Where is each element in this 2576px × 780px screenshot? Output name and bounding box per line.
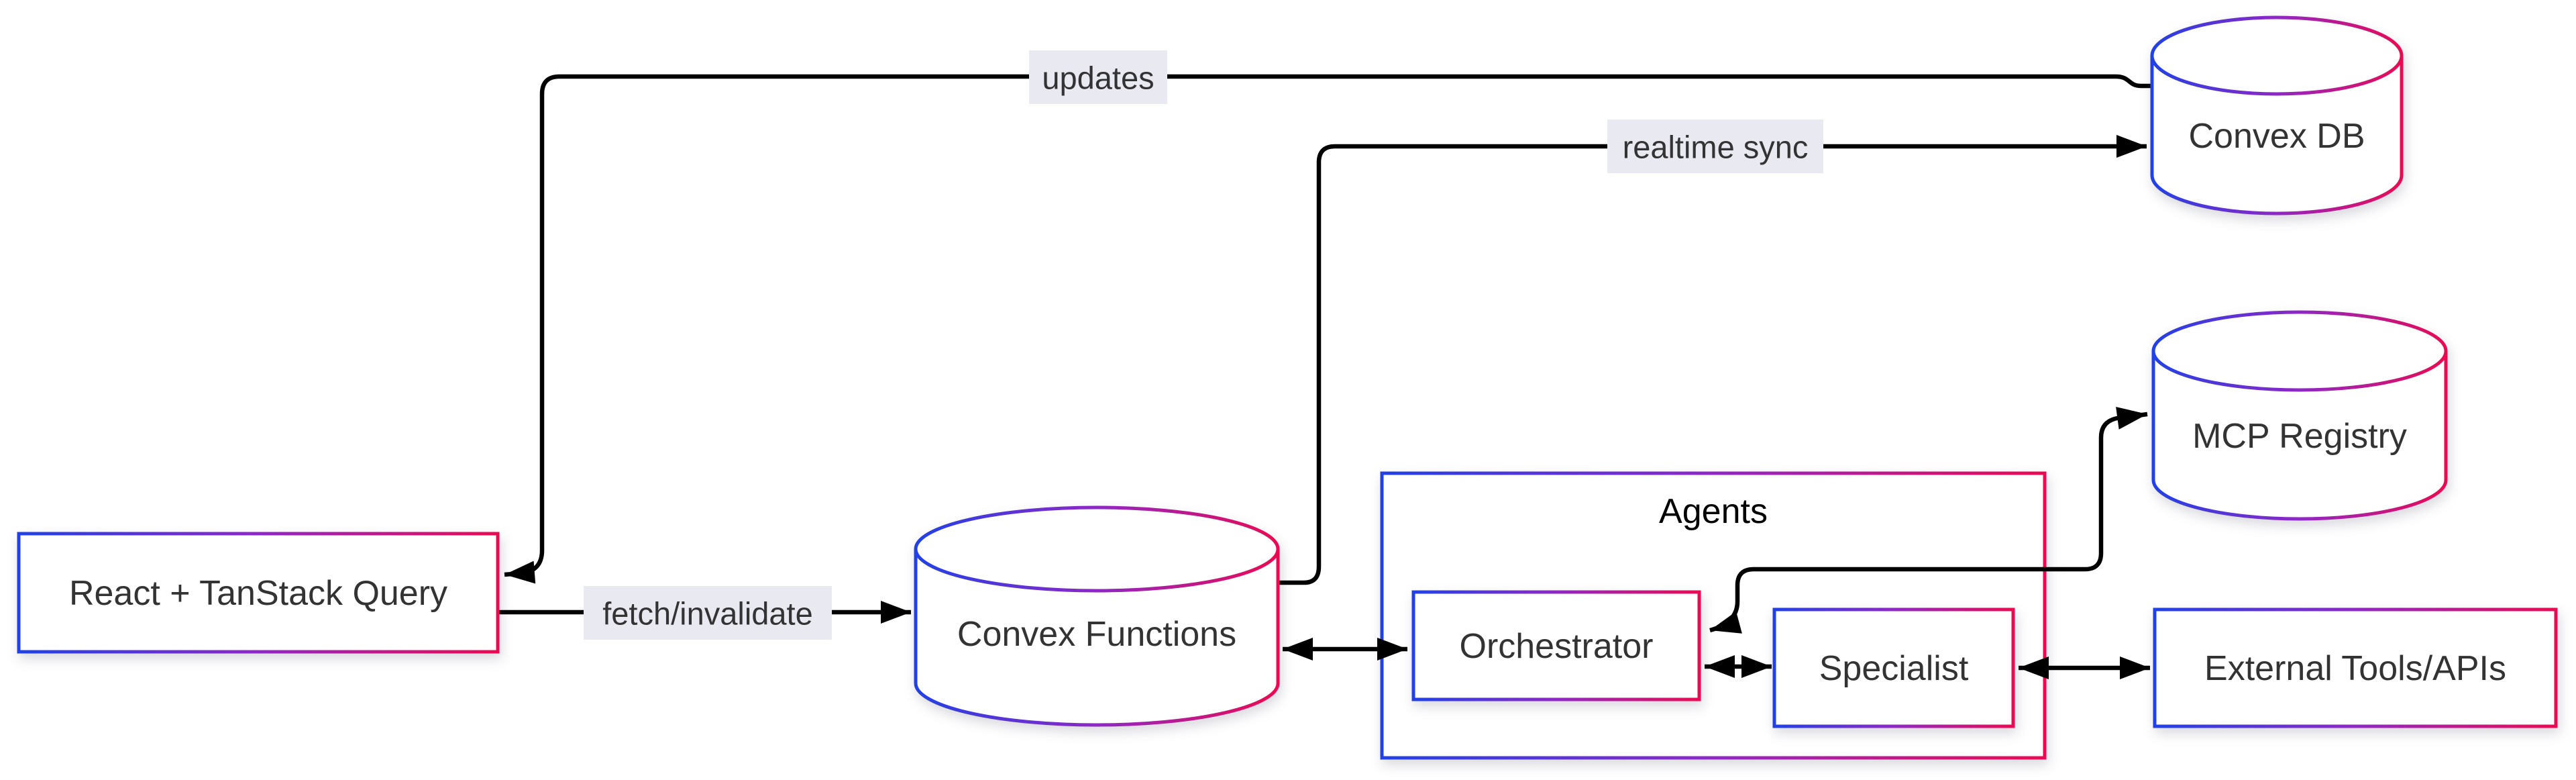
svg-text:Orchestrator: Orchestrator bbox=[1460, 627, 1654, 666]
node-convex-functions-cylinder-rim bbox=[914, 548, 1280, 593]
node-mcp-registry-cylinder-rim bbox=[2151, 350, 2448, 392]
node-orchestrator: Orchestrator bbox=[1411, 590, 1701, 701]
svg-text:Convex DB: Convex DB bbox=[2189, 117, 2365, 156]
node-convex-functions-cylinder bbox=[914, 505, 1280, 727]
node-convex-db: Convex DB bbox=[2150, 15, 2404, 215]
edge-updates bbox=[504, 74, 2152, 584]
node-convex-functions: Convex Functions bbox=[914, 505, 1280, 727]
edge-label-updates: updates bbox=[1029, 50, 1167, 104]
node-mcp-registry: MCP Registry bbox=[2151, 310, 2448, 521]
svg-text:External Tools/APIs: External Tools/APIs bbox=[2204, 649, 2506, 688]
edge-labels: fetch/invalidate updates realtime sync bbox=[584, 50, 1823, 640]
svg-text:Specialist: Specialist bbox=[1819, 649, 1969, 688]
node-external-tools-apis-box bbox=[2153, 607, 2558, 728]
node-react-tanstack-query: React + TanStack Query bbox=[17, 532, 500, 654]
node-specialist: Specialist bbox=[1772, 607, 2015, 728]
edge-realtime-sync bbox=[1278, 135, 2147, 585]
node-orchestrator-box bbox=[1411, 590, 1701, 701]
svg-text:updates: updates bbox=[1042, 60, 1154, 96]
svg-text:React + TanStack Query: React + TanStack Query bbox=[69, 574, 447, 613]
node-mcp-registry-cylinder bbox=[2151, 310, 2448, 521]
edge-label-bg-realtime-sync bbox=[1607, 119, 1823, 173]
edge-orchestrator-mcp-registry bbox=[1709, 407, 2148, 634]
edge-label-fetch-invalidate: fetch/invalidate bbox=[584, 586, 832, 640]
edge-label-bg-fetch-invalidate bbox=[584, 586, 832, 640]
agents-subgraph-title: Agents bbox=[1659, 492, 1768, 531]
edge-label-realtime-sync: realtime sync bbox=[1607, 119, 1823, 173]
svg-text:fetch/invalidate: fetch/invalidate bbox=[602, 596, 813, 632]
node-external-tools-apis: External Tools/APIs bbox=[2153, 607, 2558, 728]
node-specialist-box bbox=[1772, 607, 2015, 728]
node-convex-db-cylinder-rim bbox=[2150, 55, 2404, 96]
node-convex-db-cylinder bbox=[2150, 15, 2404, 215]
svg-text:Convex Functions: Convex Functions bbox=[957, 615, 1236, 654]
node-react-tanstack-query-box bbox=[17, 532, 500, 654]
svg-text:MCP Registry: MCP Registry bbox=[2192, 417, 2407, 456]
edges bbox=[498, 74, 2152, 679]
edge-label-bg-updates bbox=[1029, 50, 1167, 104]
svg-text:realtime sync: realtime sync bbox=[1623, 130, 1809, 165]
